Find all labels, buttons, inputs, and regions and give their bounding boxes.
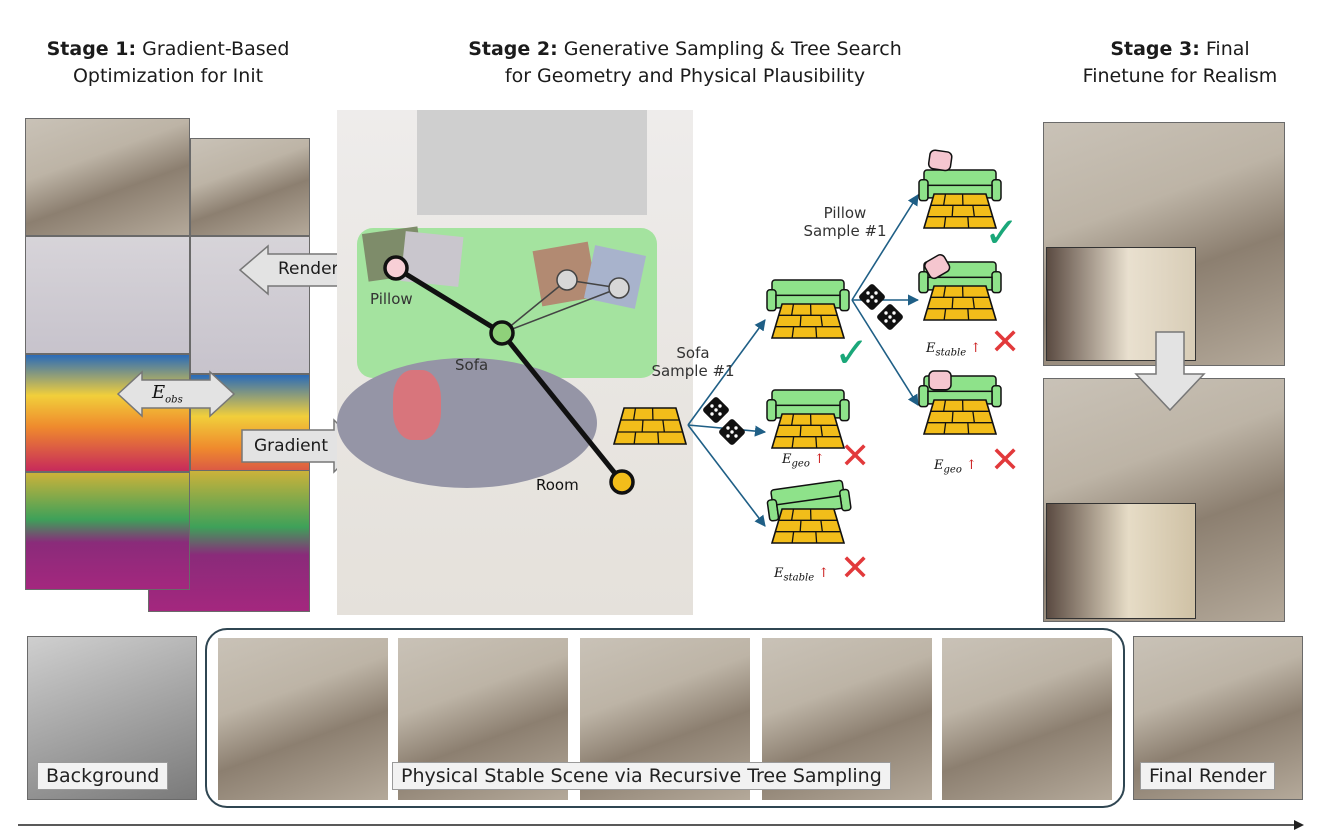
sofa-egeo-up-icon: ↑ [813,452,825,467]
sampling-step-1-image [218,638,388,800]
sofa-egeo-label: Egeo ↑ [782,452,825,470]
pillow-accept-check-icon: ✓ [984,208,1020,257]
eobs-sub: obs [165,394,183,406]
stage2-line2: for Geometry and Physical Plausibility [504,65,866,87]
pillow-candidate-stable-fail-floor-icon [922,285,998,321]
stage3-down-arrow [1134,331,1206,412]
sofa-sample-label: Sofa Sample #1 [648,344,738,380]
dice-icon-sofa-a [859,284,885,310]
pillow-candidate-accepted-floor-icon [922,193,998,229]
stage1-front-seg-image [25,472,190,590]
stage3-title: Stage 3: Final Finetune for Realism [1055,36,1305,90]
final-render-label: Final Render [1140,762,1276,790]
sofa-estable-symbol: E [774,566,784,581]
sofa-candidate-geo-fail-floor-icon [770,413,846,449]
timeline-arrow [18,820,1304,830]
scene-painting [417,110,647,215]
sofa-label: Sofa [455,356,489,374]
pillow-label: Pillow [370,290,413,308]
stage3-bottom-image [1043,378,1285,622]
pillow-egeo-label: Egeo ↑ [934,458,977,476]
pillow-geo-cross-icon: ✕ [990,440,1021,481]
stage1-front-rgb-image [25,118,190,236]
eobs-label: Eobs [152,382,183,406]
sofa-stable-cross-icon: ✕ [840,548,871,589]
pillow-candidate-geo-fail-floor-icon [922,399,998,435]
pillow-sample-line2: Sample #1 [803,222,887,240]
tree-sampling-label: Physical Stable Scene via Recursive Tree… [392,762,891,790]
stage3-line1: Final [1205,38,1250,60]
sofa-egeo-symbol: E [782,452,792,467]
stage2-title: Stage 2: Generative Sampling & Tree Sear… [430,36,940,90]
stage1-front-depth-image [25,354,190,472]
room-label: Room [536,476,579,494]
root-room-floor-icon [612,407,688,445]
background-label: Background [37,762,169,790]
stage2-scene-image [337,110,693,615]
stage1-bold: Stage 1: [46,38,137,60]
dice-icon-root-a [703,397,729,423]
stage1-line1: Gradient-Based [142,38,290,60]
pillow-estable-symbol: E [926,341,936,356]
stage3-bottom-pillow-zoom [1046,503,1196,619]
sofa-egeo-sub: geo [791,458,810,470]
sofa-accept-check-icon: ✓ [834,328,870,377]
sofa-estable-up-icon: ↑ [818,566,830,581]
stage1-front-normal-image [25,236,190,354]
sofa-estable-label: Estable ↑ [774,566,829,584]
sampling-step-5-image [942,638,1112,800]
sofa-estable-sub: stable [783,572,815,584]
gradient-label: Gradient [254,436,328,456]
stage1-back-rgb-image [190,138,310,236]
pillow-egeo-symbol: E [934,458,944,473]
stage3-bold: Stage 3: [1110,38,1200,60]
stage2-bold: Stage 2: [468,38,558,60]
sofa-candidate-accepted-floor-icon [770,303,846,339]
pillow-stable-cross-icon: ✕ [990,322,1021,363]
eobs-arrow-shape [116,370,236,418]
room-node [609,469,635,495]
pillow-candidate-geo-fail-pillow-icon [928,370,952,391]
pillow-estable-up-icon: ↑ [970,341,982,356]
tree-sampling-frame [205,628,1125,808]
scene-vase [393,370,441,440]
pillow-egeo-up-icon: ↑ [965,458,977,473]
dice-icon-root-b [719,419,745,445]
pillow-sample-label: Pillow Sample #1 [800,204,890,240]
pillow-node-3 [608,277,630,299]
sofa-candidate-stable-fail-floor-icon [770,508,846,544]
sofa-sample-line1: Sofa [676,344,710,362]
eobs-symbol: E [152,382,166,403]
pillow-estable-sub: stable [935,347,967,359]
render-label: Render [278,259,339,279]
pillow-candidate-stable-fail-pillow-icon [924,254,951,280]
stage3-line2: Finetune for Realism [1082,65,1278,87]
pillow-sample-line1: Pillow [823,204,867,222]
pillow-candidate-accepted-pillow-icon [927,149,953,172]
scene-table [337,358,597,488]
sofa-geo-cross-icon: ✕ [840,436,871,477]
pillow-estable-label: Estable ↑ [926,341,981,359]
stage1-line2: Optimization for Init [72,65,264,87]
sofa-node [489,320,515,346]
sofa-sample-line2: Sample #1 [651,362,735,380]
stage2-line1: Generative Sampling & Tree Search [563,38,902,60]
pillow-egeo-sub: geo [943,464,962,476]
dice-icon-sofa-b [877,304,903,330]
pillow-node [383,255,409,281]
stage1-title: Stage 1: Gradient-Based Optimization for… [18,36,318,90]
pillow-node-2 [556,269,578,291]
